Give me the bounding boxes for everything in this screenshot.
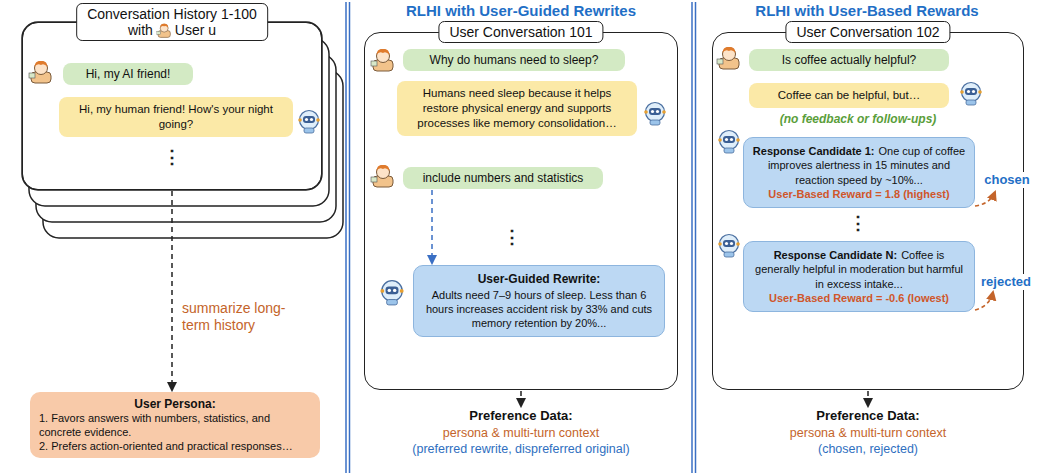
note: (no feedback or follow-ups) bbox=[742, 112, 974, 126]
node-text: persona & multi-turn context bbox=[712, 425, 1024, 441]
node-text: Coffee can be helpful, but… bbox=[778, 89, 920, 101]
node-text: Preference Data: bbox=[712, 408, 1024, 425]
preference-data: Preference Data:persona & multi-turn con… bbox=[364, 408, 678, 457]
node-text: Preference Data: bbox=[364, 408, 678, 425]
node-text: User-Based Reward = -0.6 (lowest) bbox=[752, 291, 966, 305]
node-text: Adults need 7–9 hours of sleep. Less tha… bbox=[422, 288, 656, 331]
ellipsis: ⋮ bbox=[500, 226, 524, 248]
node-text: Response Candidate N: bbox=[774, 249, 897, 261]
node-text: Hi, my AI friend! bbox=[86, 67, 171, 81]
card-header: Conversation History 1-100with User u bbox=[76, 3, 268, 41]
connector bbox=[171, 191, 173, 390]
connector bbox=[431, 190, 433, 263]
ellipsis: ⋮ bbox=[160, 146, 184, 168]
reward-pointer bbox=[975, 192, 995, 310]
card-title: Conversation History 1-100 bbox=[87, 6, 257, 22]
user-bubble: Hi, my AI friend! bbox=[63, 63, 193, 85]
card-title: User u bbox=[175, 22, 216, 38]
user-bubble: Is coffee actually helpful? bbox=[749, 49, 949, 71]
conversation-card: User Conversation 102Is coffee actually … bbox=[712, 32, 1024, 390]
candidate-box: Response Candidate 1:One cup of coffee i… bbox=[743, 137, 975, 208]
node-text: User-Guided Rewrite: bbox=[422, 272, 656, 288]
persona-box: User Persona:1. Favors answers with numb… bbox=[30, 392, 320, 458]
ai-bubble: Hi, my human friend! How's your night go… bbox=[59, 97, 293, 137]
panel-title: RLHI with User-Based Rewards bbox=[698, 2, 1036, 19]
node-text: Why do humans need to sleep? bbox=[430, 53, 599, 67]
user-bubble: Why do humans need to sleep? bbox=[403, 49, 625, 71]
node-text: 1. Favors answers with numbers, statisti… bbox=[39, 412, 311, 440]
connector bbox=[867, 391, 869, 406]
candidate-box: Response Candidate N:Coffee is generally… bbox=[743, 241, 975, 312]
node-text: Humans need sleep because it helps resto… bbox=[417, 87, 616, 129]
user-icon bbox=[156, 22, 172, 38]
node-text: include numbers and statistics bbox=[423, 171, 584, 185]
node-text: User Persona: bbox=[39, 397, 311, 412]
ai-bubble: Humans need sleep because it helps resto… bbox=[397, 81, 637, 136]
rewrite-box: User-Guided Rewrite:Adults need 7–9 hour… bbox=[413, 265, 665, 337]
panel-title: RLHI with User-Guided Rewrites bbox=[352, 2, 690, 19]
ai-bubble: Coffee can be helpful, but… bbox=[749, 83, 949, 108]
node-text: 2. Prefers action-oriented and practical… bbox=[39, 440, 311, 454]
node-text: Is coffee actually helpful? bbox=[782, 53, 917, 67]
edge-label: summarize long-term history bbox=[182, 300, 302, 334]
conversation-card: User Conversation 101Why do humans need … bbox=[364, 32, 678, 390]
card-header: User Conversation 101 bbox=[438, 21, 603, 43]
node-text: (chosen, rejected) bbox=[712, 441, 1024, 457]
rejected-tag: rejected bbox=[978, 274, 1034, 290]
stacked-cards bbox=[22, 22, 343, 238]
user-bubble: include numbers and statistics bbox=[403, 167, 603, 189]
card-title: User Conversation 101 bbox=[449, 24, 592, 40]
card-header: User Conversation 102 bbox=[785, 21, 950, 43]
connector bbox=[520, 391, 522, 406]
preference-data: Preference Data:persona & multi-turn con… bbox=[712, 408, 1024, 457]
chosen-tag: chosen bbox=[981, 172, 1033, 188]
node-text: Hi, my human friend! How's your night go… bbox=[79, 103, 273, 130]
node-text: User-Based Reward = 1.8 (highest) bbox=[752, 187, 966, 201]
node-text: (preferred rewrite, dispreferred origina… bbox=[364, 441, 678, 457]
card-title: with bbox=[128, 22, 153, 38]
ellipsis: ⋮ bbox=[846, 212, 870, 234]
card-title: User Conversation 102 bbox=[796, 24, 939, 40]
node-text: persona & multi-turn context bbox=[364, 425, 678, 441]
node-text: Response Candidate 1: bbox=[753, 145, 875, 157]
panel-separator bbox=[346, 2, 696, 473]
